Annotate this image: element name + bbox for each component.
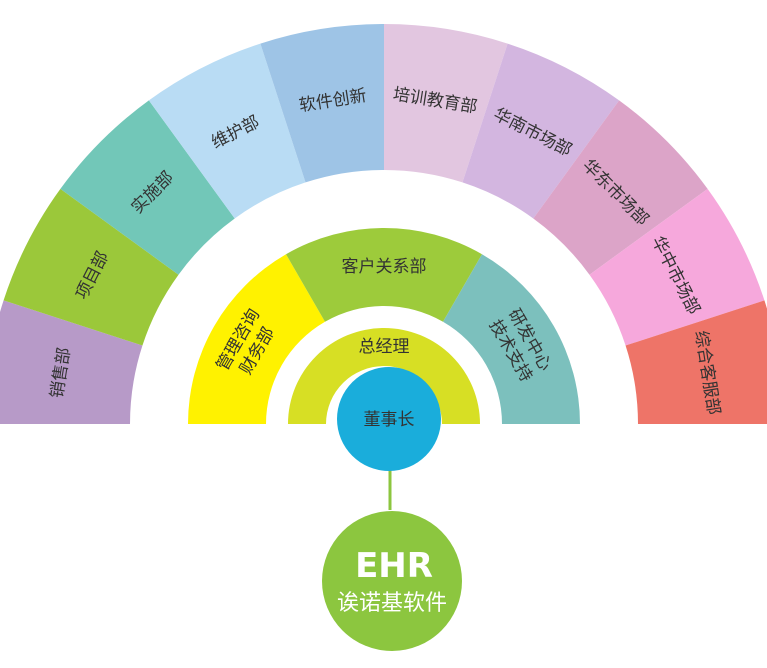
core-ring: 总经理 xyxy=(288,328,480,424)
outer-ring: 销售部项目部实施部维护部软件创新培训教育部华南市场部华东市场部华中市场部综合客服… xyxy=(0,23,767,424)
outer-segment[interactable] xyxy=(462,43,620,219)
middle-segment-label: 客户关系部 xyxy=(342,257,427,277)
outer-segment[interactable] xyxy=(533,100,708,275)
middle-segment[interactable] xyxy=(188,254,325,424)
brand-logo-circle xyxy=(322,511,462,651)
middle-segment[interactable] xyxy=(443,254,580,424)
outer-segment[interactable] xyxy=(3,188,179,346)
outer-segment[interactable] xyxy=(589,188,765,346)
core-label: 总经理 xyxy=(359,337,410,357)
middle-segment[interactable] xyxy=(286,227,482,322)
outer-segment[interactable] xyxy=(384,24,508,183)
brand-logo-text: EHR xyxy=(355,546,433,586)
outer-segment[interactable] xyxy=(60,100,235,275)
chairman-label: 董事长 xyxy=(364,410,415,430)
brand-name-text: 诶诺基软件 xyxy=(337,591,447,616)
outer-segment[interactable] xyxy=(260,23,384,183)
core-segment[interactable] xyxy=(288,328,480,424)
outer-segment[interactable] xyxy=(0,300,143,424)
chairman-node[interactable] xyxy=(337,367,441,471)
outer-segment[interactable] xyxy=(625,300,767,424)
outer-segment[interactable] xyxy=(148,43,306,219)
